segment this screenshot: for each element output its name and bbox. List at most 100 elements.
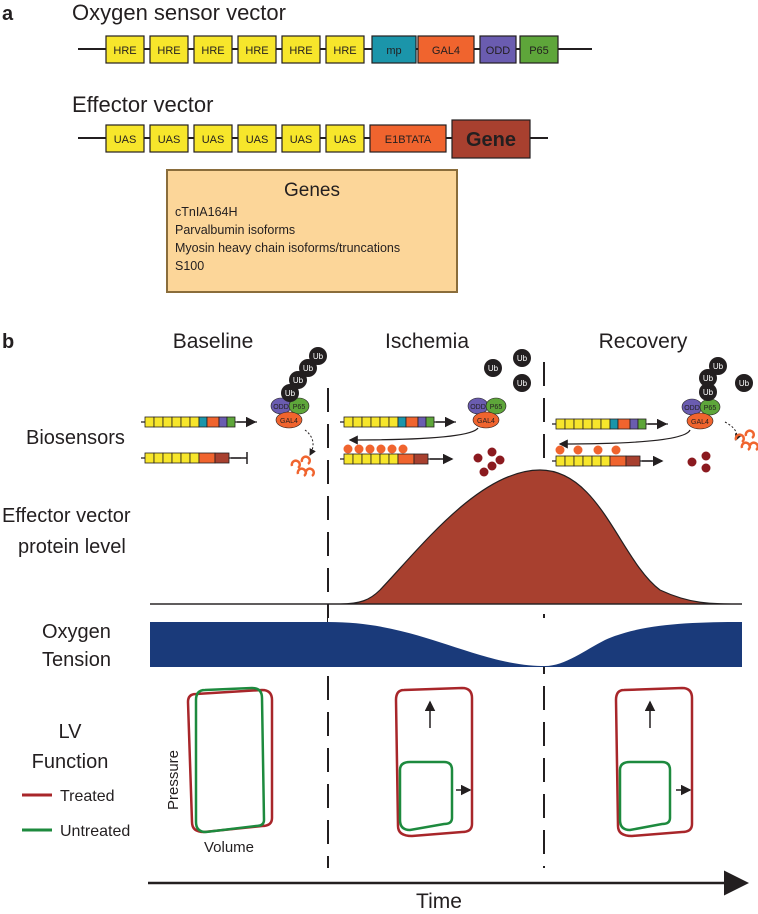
ubiquitin-icon: Ub <box>513 349 531 367</box>
sensor-element-hre-0: HRE <box>105 35 145 64</box>
genes-box-title: Genes <box>284 180 340 201</box>
gal4-dot <box>593 445 603 455</box>
lv-loop-recovery <box>614 686 694 838</box>
ubiquitin-icon: Ub <box>699 383 717 401</box>
complex-p65-label: P65 <box>293 404 306 411</box>
sensor-element-hre-1: HRE <box>149 35 189 64</box>
legend-treated-label: Treated <box>60 788 115 805</box>
effector-element-uas-0: UAS <box>105 124 145 153</box>
complex-p65-label: P65 <box>704 405 717 412</box>
sensor-element-hre-2: HRE <box>193 35 233 64</box>
ubiquitin-label: Ub <box>488 364 499 373</box>
ubiquitin-icon: Ub <box>699 369 717 387</box>
gene-item-2: Parvalbumin isoforms <box>175 223 295 237</box>
panel-b-letter: b <box>2 331 14 353</box>
ubiquitin-label: Ub <box>739 379 750 388</box>
ubiquitin-label: Ub <box>517 354 528 363</box>
sensor-element-label: HRE <box>201 45 224 57</box>
lv-loop-baseline: Pressure Volume <box>165 686 274 856</box>
gal4-dot <box>611 445 621 455</box>
row-label-effector-2: protein level <box>18 536 126 558</box>
effector-protein-dot <box>473 453 483 463</box>
gal4-dot <box>555 445 565 455</box>
effector-element-label: UAS <box>114 134 137 146</box>
ubiquitin-icon: Ub <box>289 371 307 389</box>
complex-odd-label: ODD <box>273 404 289 411</box>
effector-element-uas-2: UAS <box>193 124 233 153</box>
effector-protein-curve <box>150 469 743 605</box>
effector-protein-dot <box>487 461 497 471</box>
sensor-element-label: HRE <box>157 45 180 57</box>
ubiquitin-label: Ub <box>703 374 714 383</box>
legend-untreated-label: Untreated <box>60 823 130 840</box>
row-label-lv-1: LV <box>59 721 83 743</box>
sensor-element-gal4-7: GAL4 <box>417 35 475 64</box>
degradation-arrow <box>304 429 316 456</box>
biosensor-ischemia-effector <box>340 453 440 465</box>
gal4-dot <box>387 444 397 454</box>
oxygen-dip <box>328 618 742 666</box>
ubiquitin-icon: Ub <box>484 359 502 377</box>
degraded-fragments-icon <box>734 429 758 452</box>
row-label-oxygen-1: Oxygen <box>42 621 111 643</box>
degraded-fragments-icon <box>290 455 315 478</box>
effector-element-uas-3: UAS <box>237 124 277 153</box>
row-label-oxygen-2: Tension <box>42 649 111 671</box>
gal4-dot <box>376 444 386 454</box>
sensor-element-hre-4: HRE <box>281 35 321 64</box>
effector-protein-dot <box>479 467 489 477</box>
complex-odd-label: ODD <box>470 404 486 411</box>
ubiquitin-icon: Ub <box>513 374 531 392</box>
ubiquitin-icon: Ub <box>309 347 327 365</box>
phase-ischemia: Ischemia <box>385 330 469 353</box>
effector-element-e1btata-6: E1BTATA <box>369 124 447 153</box>
sensor-element-hre-5: HRE <box>325 35 365 64</box>
effector-element-label: E1BTATA <box>385 134 432 146</box>
ubiquitin-label: Ub <box>713 362 724 371</box>
ubiquitin-icon: Ub <box>281 384 299 402</box>
sensor-element-label: HRE <box>245 45 268 57</box>
effector-element-uas-1: UAS <box>149 124 189 153</box>
effector-element-uas-5: UAS <box>325 124 365 153</box>
ubiquitin-label: Ub <box>293 376 304 385</box>
sensor-element-hre-3: HRE <box>237 35 277 64</box>
effector-element-label: UAS <box>246 134 269 146</box>
time-label: Time <box>416 890 462 913</box>
effector-protein-dot <box>487 447 497 457</box>
sensor-element-label: HRE <box>113 45 136 57</box>
complex-gal4-label: GAL4 <box>280 418 298 425</box>
sensor-element-mp-6: mp <box>371 35 417 64</box>
gal4-dot <box>365 444 375 454</box>
gal4-dot <box>343 444 353 454</box>
effector-protein-dot <box>701 463 711 473</box>
effector-element-label: UAS <box>202 134 225 146</box>
sensor-vector-title: Oxygen sensor vector <box>72 0 286 25</box>
complex-gal4-label: GAL4 <box>477 418 495 425</box>
phase-baseline: Baseline <box>173 330 254 353</box>
row-label-lv-2: Function <box>32 751 109 773</box>
sensor-element-label: ODD <box>486 45 511 57</box>
genes-box: Genes cTnIA164H Parvalbumin isoforms Myo… <box>166 169 458 293</box>
sensor-element-label: HRE <box>333 45 356 57</box>
effector-element-label: Gene <box>466 129 516 151</box>
row-label-effector-1: Effector vector <box>2 505 131 527</box>
biosensor-baseline-effector <box>141 452 241 464</box>
effector-protein-dot <box>687 457 697 467</box>
gene-item-1: cTnIA164H <box>175 205 238 219</box>
sensor-element-odd-8: ODD <box>479 35 517 64</box>
axis-volume: Volume <box>204 839 254 856</box>
ubiquitin-label: Ub <box>313 352 324 361</box>
ubiquitin-icon: Ub <box>735 374 753 392</box>
panel-a-letter: a <box>2 3 14 25</box>
axis-pressure: Pressure <box>165 750 182 810</box>
effector-element-label: UAS <box>158 134 181 146</box>
ubiquitin-icon: Ub <box>299 359 317 377</box>
phase-recovery: Recovery <box>599 330 688 353</box>
biosensor-recovery-sensor <box>552 418 668 430</box>
